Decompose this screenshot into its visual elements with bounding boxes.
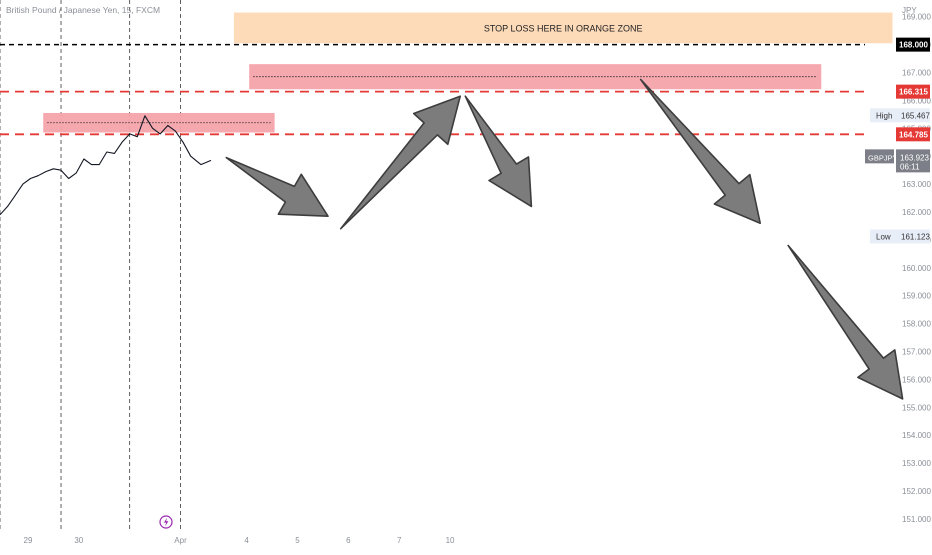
low-tag-value: 161.123 — [901, 232, 930, 241]
level-tag-value: 164.785 — [899, 130, 928, 139]
level-tag-0 — [896, 37, 930, 52]
time-tick: 30 — [74, 536, 83, 545]
symbol-tag-label: GBPJPY — [868, 153, 898, 162]
price-tick: 166.000 — [902, 96, 931, 105]
session-lines — [0, 0, 181, 530]
projection-arrow-1 — [339, 95, 462, 230]
price-tick: 160.000 — [902, 264, 931, 273]
price-series — [0, 115, 212, 216]
time-tick: 5 — [295, 536, 300, 545]
time-axis: 29 30 Apr 4 5 6 7 10 — [24, 536, 456, 545]
price-tick: 169.000 — [902, 13, 931, 22]
lightning-icon[interactable] — [159, 515, 173, 529]
current-price-value: 163.923 — [900, 153, 929, 162]
level-tag-value: 168.000 — [899, 41, 928, 50]
time-tick: 10 — [446, 536, 455, 545]
current-price-tag — [896, 149, 930, 173]
price-tick: 152.000 — [902, 487, 931, 496]
low-tag-label: Low — [876, 232, 891, 241]
price-tick: 157.000 — [902, 347, 931, 356]
price-tick: 158.000 — [902, 320, 931, 329]
projection-arrow-0 — [225, 156, 329, 217]
time-tick: 6 — [346, 536, 351, 545]
high-tag-label: High — [876, 111, 892, 120]
projected-path — [225, 78, 904, 400]
projection-arrow-2 — [464, 95, 533, 208]
level-tag-value: 166.315 — [899, 88, 928, 97]
time-tick: 29 — [24, 536, 33, 545]
price-tick: 151.000 — [902, 515, 931, 524]
price-tick: 167.000 — [902, 69, 931, 78]
countdown-value: 06:11 — [900, 162, 920, 171]
price-tick: 154.000 — [902, 431, 931, 440]
price-tick: 153.000 — [902, 459, 931, 468]
price-tick: 156.000 — [902, 375, 931, 384]
low-tag — [870, 229, 930, 244]
level-tag-2 — [896, 127, 930, 142]
projection-arrow-4 — [787, 244, 904, 400]
high-tag — [870, 108, 930, 123]
time-tick: 4 — [244, 536, 249, 545]
orange_stop_zone — [233, 12, 893, 44]
time-tick: 7 — [397, 536, 402, 545]
zone-label: STOP LOSS HERE IN ORANGE ZONE — [484, 23, 643, 33]
symbol-title: British Pound / Japanese Yen, 15, FXCM — [6, 5, 160, 15]
horizontal-levels — [0, 43, 865, 136]
currency-label: JPY — [902, 6, 917, 15]
high-tag-value: 165.467 — [901, 111, 930, 120]
zones: STOP LOSS HERE IN ORANGE ZONE — [43, 12, 893, 133]
symbol-tag — [865, 149, 894, 164]
price-tick: 162.000 — [902, 208, 931, 217]
projection-arrow-3 — [639, 78, 762, 224]
price-tick: 155.000 — [902, 403, 931, 412]
price-line — [0, 115, 212, 216]
price-tick: 159.000 — [902, 292, 931, 301]
price-tick: 163.000 — [902, 180, 931, 189]
level-tag-1 — [896, 84, 930, 99]
time-tick: Apr — [174, 536, 187, 545]
